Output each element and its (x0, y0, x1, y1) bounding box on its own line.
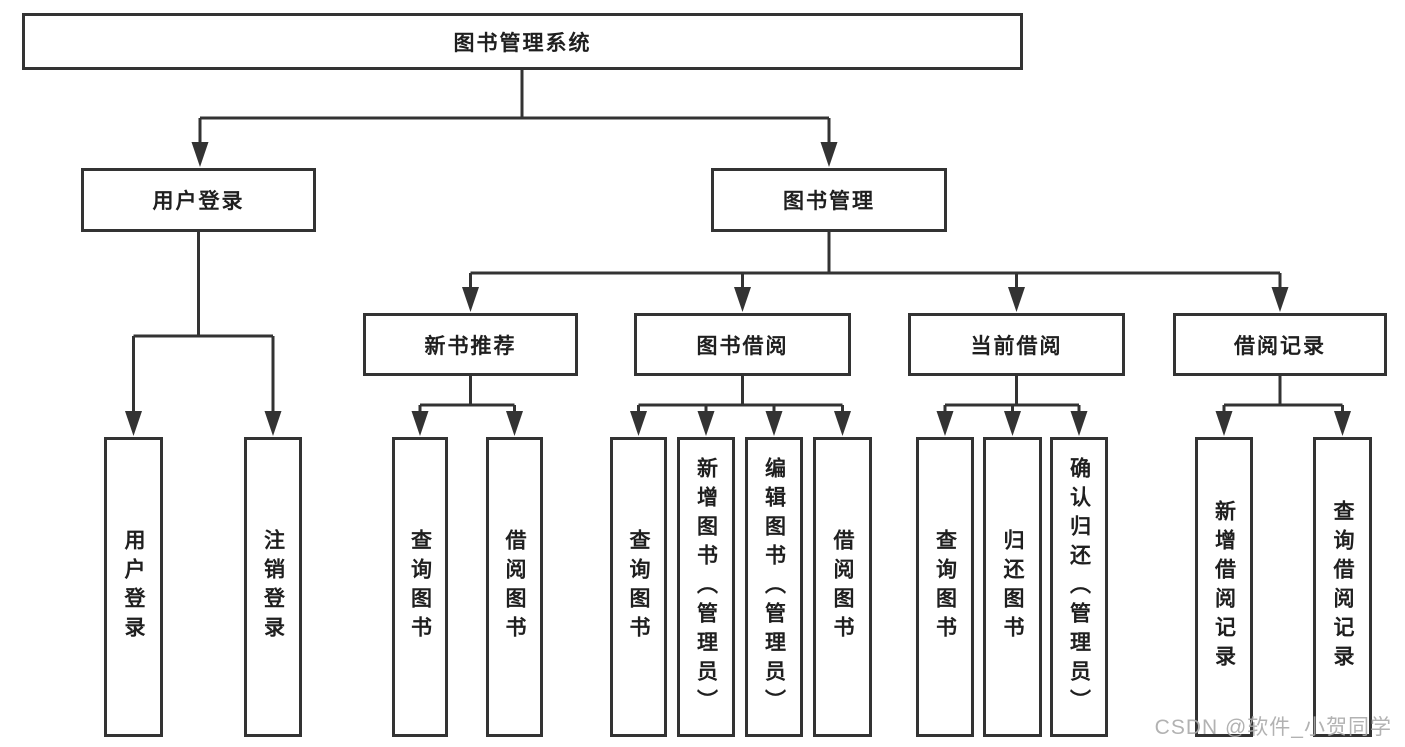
leaf-borrow-books-recommend: 借阅图书 (486, 437, 543, 737)
leaf-add-borrow-record: 新增借阅记录 (1195, 437, 1253, 737)
node-new-book-recommend: 新书推荐 (363, 313, 578, 376)
leaf-return-books: 归还图书 (983, 437, 1042, 737)
leaf-confirm-return-admin: 确认归还（管理员） (1050, 437, 1108, 737)
leaf-user-login: 用户登录 (104, 437, 163, 737)
leaf-query-books-recommend: 查询图书 (392, 437, 448, 737)
leaf-query-borrow-record: 查询借阅记录 (1313, 437, 1372, 737)
leaf-query-books-current: 查询图书 (916, 437, 974, 737)
node-user-login: 用户登录 (81, 168, 316, 232)
csdn-watermark: CSDN @软件_小贺同学 (1154, 716, 1392, 739)
node-borrow-records: 借阅记录 (1173, 313, 1387, 376)
leaf-edit-book-admin: 编辑图书（管理员） (745, 437, 803, 737)
leaf-query-books-borrow: 查询图书 (610, 437, 667, 737)
leaf-borrow-books: 借阅图书 (813, 437, 872, 737)
leaf-logout-login: 注销登录 (244, 437, 302, 737)
node-book-management: 图书管理 (711, 168, 947, 232)
node-book-borrow: 图书借阅 (634, 313, 851, 376)
node-current-borrow: 当前借阅 (908, 313, 1125, 376)
node-library-management-system: 图书管理系统 (22, 13, 1023, 70)
leaf-add-book-admin: 新增图书（管理员） (677, 437, 735, 737)
